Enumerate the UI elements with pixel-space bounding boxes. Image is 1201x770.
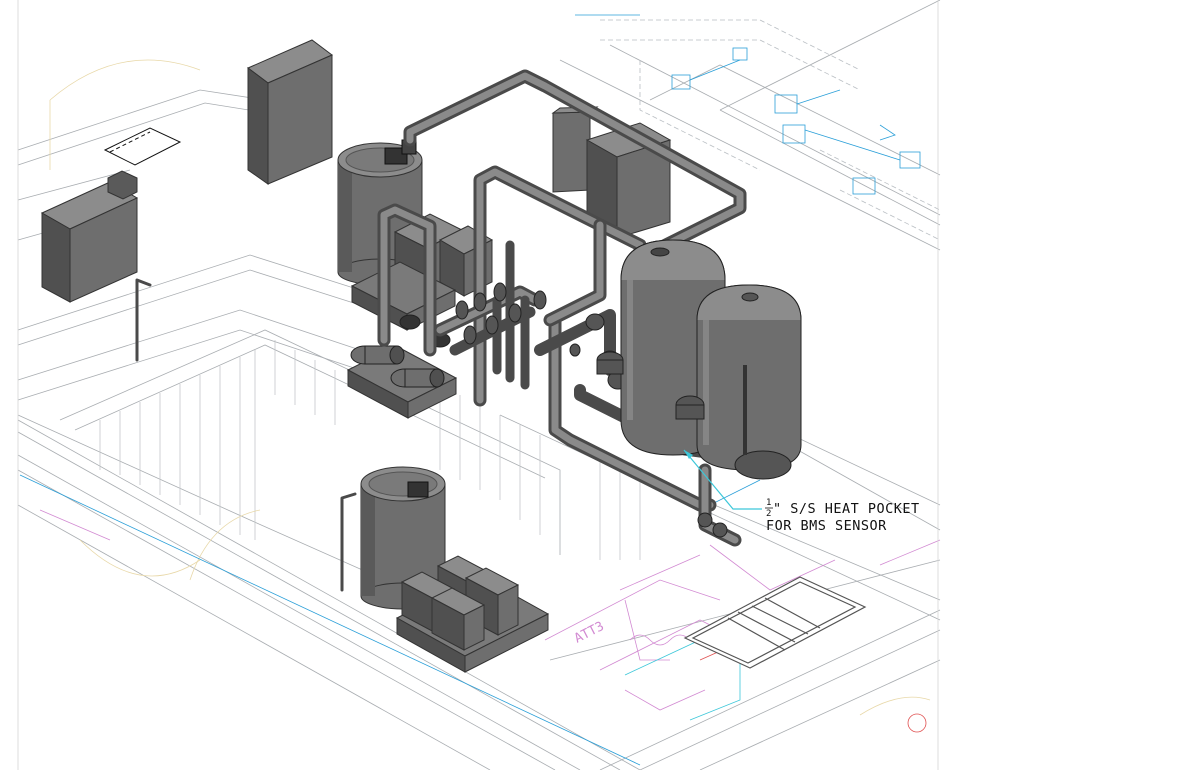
circulation-pumps bbox=[350, 314, 451, 388]
annotation-line-1: " S/S HEAT POCKET bbox=[773, 501, 920, 517]
vent-pipe-center bbox=[340, 492, 357, 592]
dosing-tank-lower bbox=[360, 466, 446, 610]
filter-vessel-front bbox=[696, 284, 802, 480]
viewport-edge bbox=[17, 0, 939, 770]
multiport-valves bbox=[596, 351, 705, 420]
dashed-outline bbox=[103, 127, 182, 166]
annotation-fraction-numerator: 1 bbox=[766, 498, 772, 508]
vent-pipe-left bbox=[135, 278, 152, 362]
control-panel-left bbox=[40, 170, 139, 303]
floor-grilles bbox=[683, 576, 867, 669]
annotation-leader bbox=[683, 449, 762, 510]
filter-control-panels bbox=[551, 106, 672, 239]
annotation-fraction-denominator: 2 bbox=[766, 509, 772, 519]
wall-cabinet-top-left bbox=[247, 39, 333, 185]
heat-pocket-annotation: 1 2 " S/S HEAT POCKET FOR BMS SENSOR bbox=[683, 449, 920, 534]
annotation-line-2: FOR BMS SENSOR bbox=[766, 518, 887, 534]
booster-set-skid bbox=[395, 555, 550, 673]
